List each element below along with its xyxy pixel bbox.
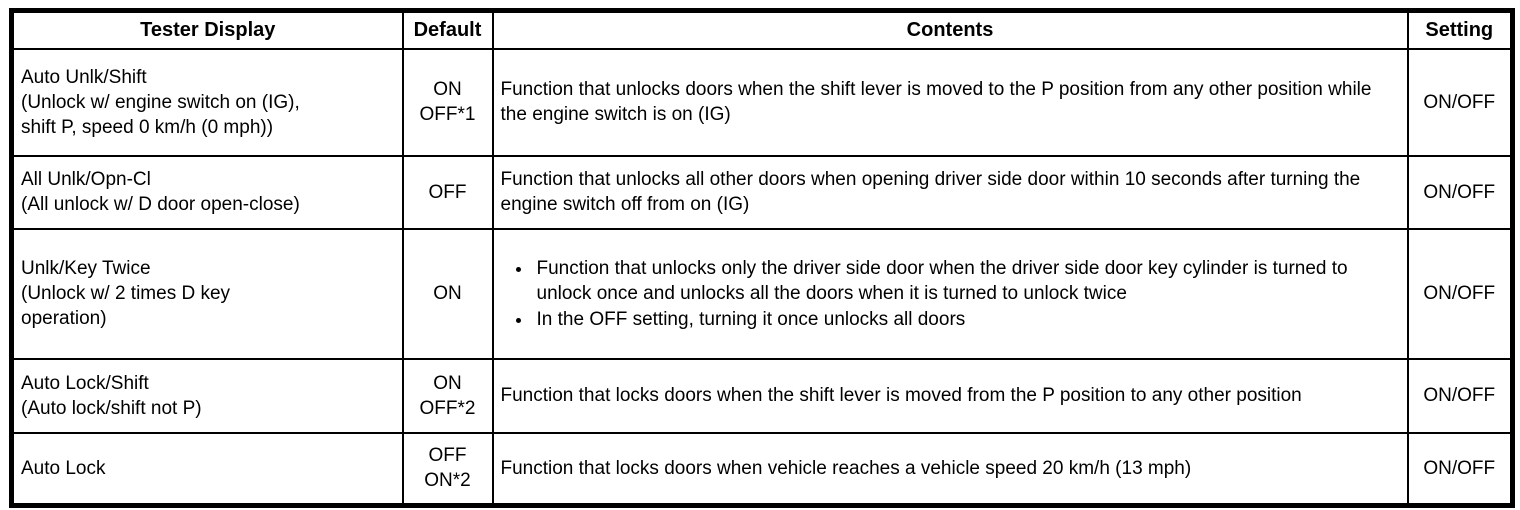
- default-value-cell: ON OFF*1: [401, 47, 494, 157]
- setting-cell: ON/OFF: [1406, 357, 1514, 434]
- contents-cell: Function that unlocks only the driver si…: [491, 227, 1409, 360]
- setting-cell: ON/OFF: [1406, 154, 1514, 230]
- default-value-cell: OFF ON*2: [401, 431, 494, 507]
- default-value-cell: ON: [401, 227, 494, 360]
- column-header-contents: Contents: [491, 9, 1409, 50]
- contents-cell: Function that locks doors when the shift…: [491, 357, 1409, 434]
- contents-cell: Function that unlocks all other doors wh…: [491, 154, 1409, 230]
- column-header-tester-display: Tester Display: [10, 9, 404, 50]
- table-row: Unlk/Key Twice (Unlock w/ 2 times D key …: [10, 227, 1514, 360]
- contents-bullet-list: Function that unlocks only the driver si…: [501, 256, 1400, 332]
- tester-display-cell: Unlk/Key Twice (Unlock w/ 2 times D key …: [10, 227, 404, 360]
- table-row: Auto Unlk/Shift (Unlock w/ engine switch…: [10, 47, 1514, 157]
- column-header-default: Default: [401, 9, 494, 50]
- default-value-cell: ON OFF*2: [401, 357, 494, 434]
- door-lock-customization-table: Tester Display Default Contents Setting …: [9, 8, 1515, 508]
- tester-display-cell: Auto Unlk/Shift (Unlock w/ engine switch…: [10, 47, 404, 157]
- contents-bullet-item: In the OFF setting, turning it once unlo…: [533, 307, 1400, 332]
- table-body: Auto Unlk/Shift (Unlock w/ engine switch…: [10, 47, 1514, 507]
- setting-cell: ON/OFF: [1406, 47, 1514, 157]
- contents-cell: Function that locks doors when vehicle r…: [491, 431, 1409, 507]
- setting-cell: ON/OFF: [1406, 431, 1514, 507]
- tester-display-cell: All Unlk/Opn-Cl (All unlock w/ D door op…: [10, 154, 404, 230]
- setting-cell: ON/OFF: [1406, 227, 1514, 360]
- header-row: Tester Display Default Contents Setting: [10, 9, 1514, 50]
- contents-bullet-item: Function that unlocks only the driver si…: [533, 256, 1400, 306]
- table-row: Auto Lock/Shift (Auto lock/shift not P)O…: [10, 357, 1514, 434]
- column-header-setting: Setting: [1406, 9, 1514, 50]
- contents-cell: Function that unlocks doors when the shi…: [491, 47, 1409, 157]
- default-value-cell: OFF: [401, 154, 494, 230]
- table-row: All Unlk/Opn-Cl (All unlock w/ D door op…: [10, 154, 1514, 230]
- tester-display-cell: Auto Lock/Shift (Auto lock/shift not P): [10, 357, 404, 434]
- tester-display-cell: Auto Lock: [10, 431, 404, 507]
